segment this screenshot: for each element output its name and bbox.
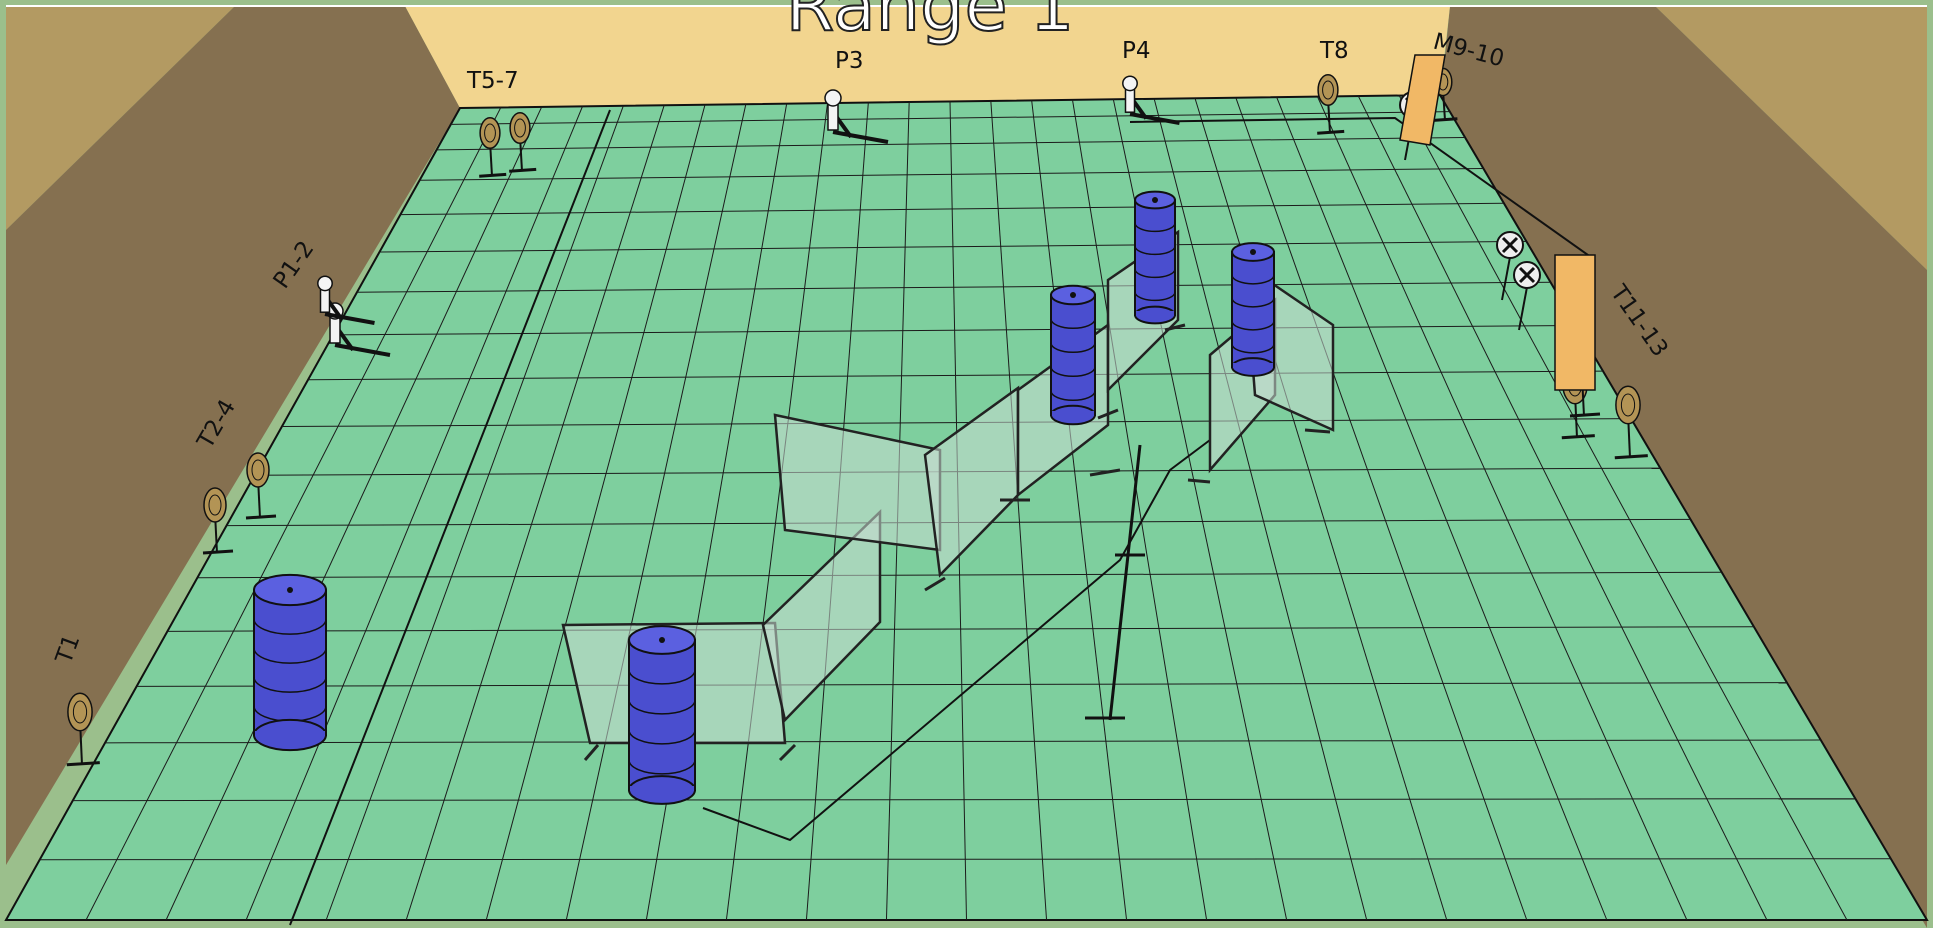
range-title: Range 1 [786,0,1075,47]
barrel-icon [1231,242,1275,377]
targets [66,54,1648,767]
barrel-icon [253,573,327,752]
paper-target-icon [1614,385,1648,460]
grid-line [485,104,706,921]
floor-grid [39,95,1891,921]
label-t8: T8 [1319,38,1349,64]
paper-target-icon [1317,73,1345,135]
paper-target-icon [479,116,507,178]
label-t5-7: T5-7 [466,68,519,94]
fault-lines [289,109,1596,926]
grid-line [565,104,747,921]
fault-line-shooting-area [702,439,1211,842]
grid-line [356,281,1551,293]
grid-line [990,100,1048,921]
grid-line [325,105,624,921]
backstop-panel [1554,254,1596,391]
fault-line-stand [1085,444,1145,721]
grid-line [419,167,1484,181]
paper-target-icon [66,692,100,767]
grid-line [167,626,1754,632]
grid-line [1194,98,1448,921]
popper-icon [1122,75,1180,125]
grid-line [281,418,1632,428]
grid-line [39,858,1891,861]
grid-line [1357,95,1768,921]
paper-target-icon [245,452,277,520]
grid-line [1031,100,1128,921]
grid-line [1276,96,1608,921]
mini-popper-icon [1513,261,1541,331]
grid-line [436,136,1466,151]
label-p4: P4 [1122,38,1151,64]
panel-feet [583,323,1331,762]
fault-line-left [289,109,611,926]
back-wall [405,6,1450,108]
barrels [253,190,1275,805]
grid-line [450,111,1450,125]
barrel-icon [1050,284,1096,426]
grid-line [725,103,828,921]
grid-line [136,682,1787,687]
left-wall [6,6,460,865]
grid-line [165,106,543,921]
grid-line [1153,98,1368,921]
label-p3: P3 [835,48,864,74]
grid-line [379,240,1527,253]
backstop-panel [1399,54,1446,146]
grid-line [245,106,583,921]
barrel-icon [628,625,696,805]
popper-icon [824,89,889,144]
grid-line [400,202,1504,216]
grid-line [85,107,502,921]
grid-line [333,325,1577,336]
grid-line [72,798,1856,802]
grid-line [1398,95,1848,921]
wall-panel-diag-1 [761,509,882,723]
paper-target-icon [509,111,537,173]
grid-line [197,571,1722,579]
grid-line [1235,97,1528,921]
barrel-icon [1134,190,1176,325]
grid-line [105,739,1821,744]
popper-icon [317,275,375,325]
grid-line [1072,99,1208,921]
paper-target-icon [202,487,234,555]
mini-popper-icon [1496,231,1524,301]
grid-line [1317,96,1688,921]
grid-line [405,105,665,921]
grid-line [308,370,1603,381]
fault-line-rear [1129,116,1596,261]
